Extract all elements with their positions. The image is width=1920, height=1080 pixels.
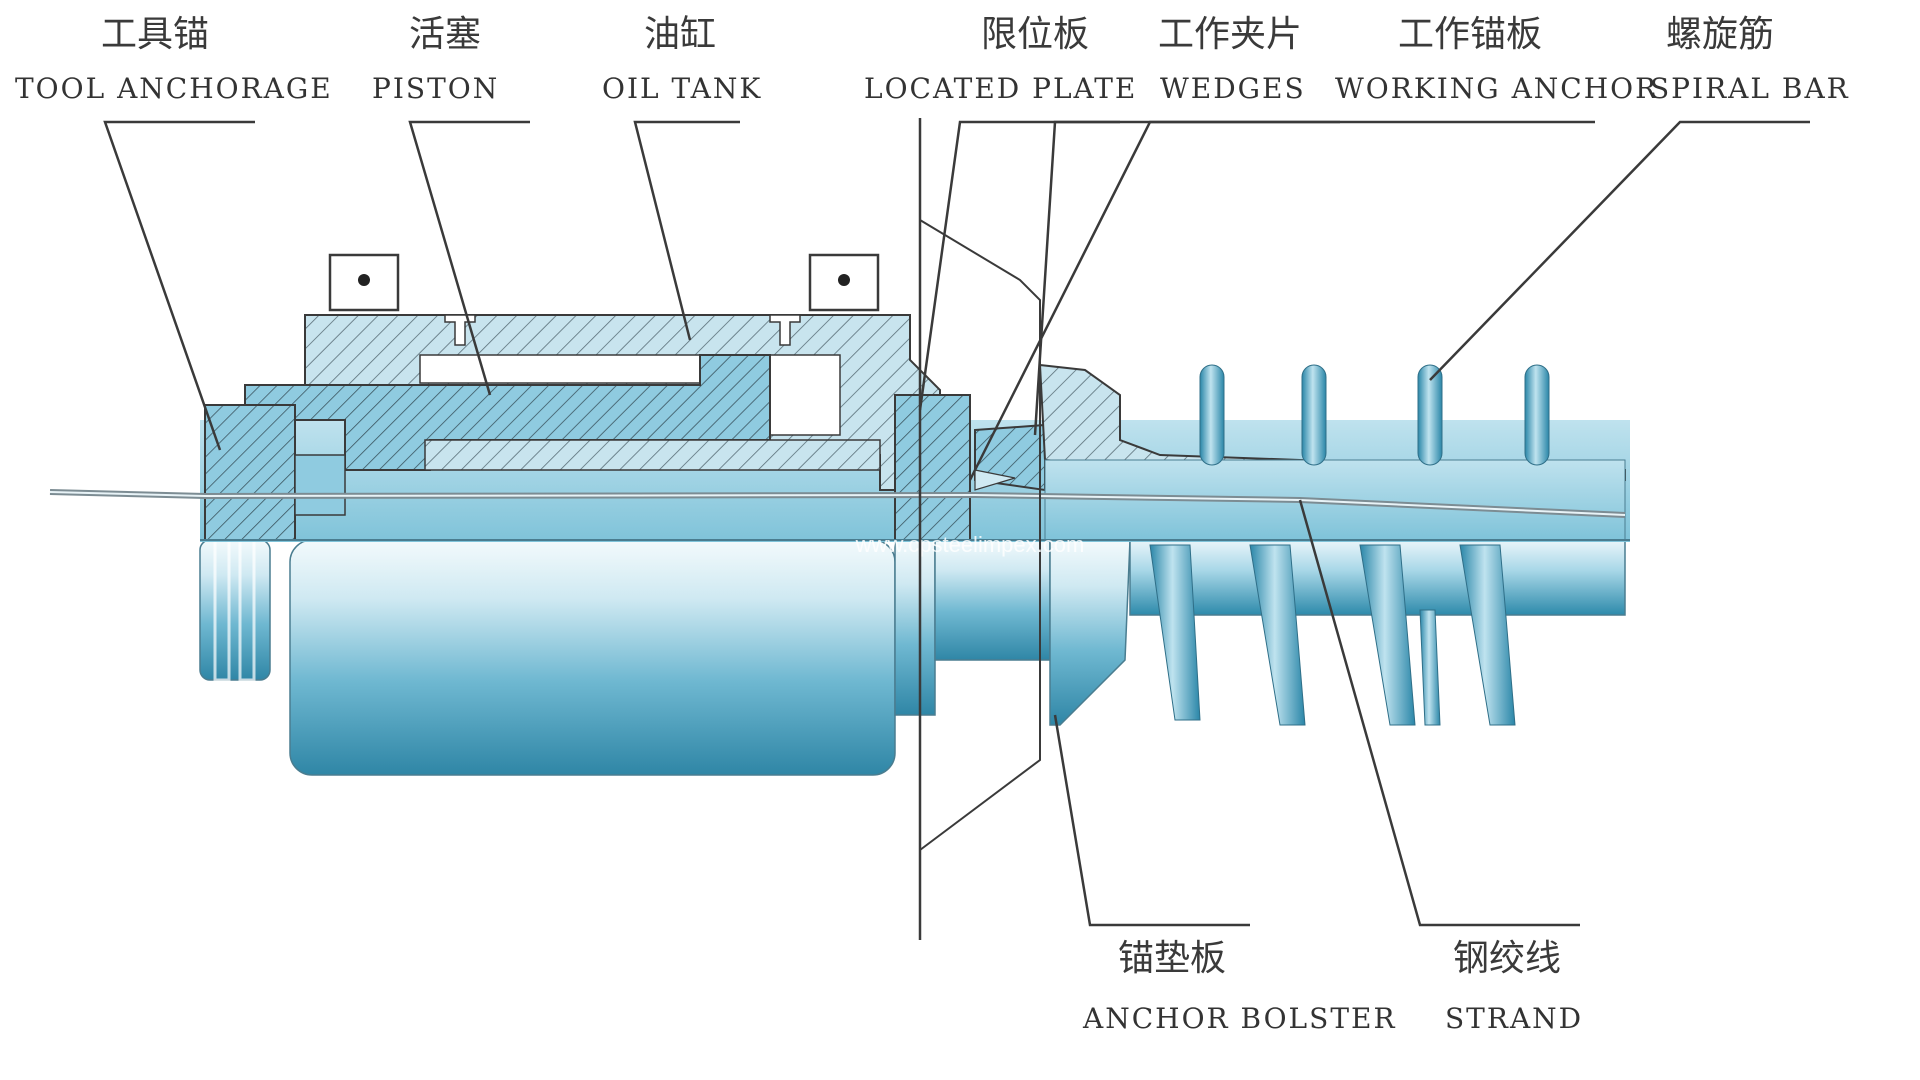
label-zh: 螺旋筋	[1666, 14, 1774, 55]
bolster-plate-outline	[919, 219, 1041, 851]
label-en: LOCATED PLATE	[864, 72, 1137, 105]
label-en: WORKING ANCHOR	[1335, 72, 1658, 105]
label-en: PISTON	[372, 72, 499, 105]
label-en: SPIRAL BAR	[1650, 72, 1850, 105]
label-zh: 锚垫板	[1118, 938, 1226, 979]
label-en: ANCHOR BOLSTER	[1082, 1002, 1397, 1035]
label-piston: 活塞 PISTON	[372, 14, 499, 105]
label-wedges: 工作夹片 WEDGES	[1158, 14, 1306, 105]
label-tool-anchorage: 工具锚 TOOL ANCHORAGE	[15, 14, 333, 105]
label-zh: 工作锚板	[1398, 14, 1542, 55]
label-zh: 限位板	[981, 14, 1089, 55]
strand-wire	[49, 489, 1626, 518]
leader-lines	[103, 118, 1810, 940]
watermark: www.cpsteelimpex.com	[855, 532, 1085, 557]
jack-section	[200, 253, 1630, 542]
label-anchor-bolster: 锚垫板 ANCHOR BOLSTER	[1082, 938, 1397, 1035]
label-zh: 油缸	[644, 14, 716, 55]
label-en: STRAND	[1445, 1002, 1583, 1035]
label-zh: 活塞	[409, 14, 481, 55]
label-working-anchor: 工作锚板 WORKING ANCHOR	[1335, 14, 1658, 105]
label-oil-tank: 油缸 OIL TANK	[602, 14, 762, 105]
label-strand: 钢绞线 STRAND	[1445, 938, 1583, 1035]
jack-exterior	[199, 538, 1626, 776]
label-zh: 工具锚	[101, 14, 209, 55]
label-en: OIL TANK	[602, 72, 762, 105]
label-spiral-bar: 螺旋筋 SPIRAL BAR	[1650, 14, 1850, 105]
label-zh: 工作夹片	[1158, 14, 1302, 55]
spiral-bar	[1149, 364, 1550, 726]
label-en: TOOL ANCHORAGE	[15, 72, 333, 105]
label-en: WEDGES	[1160, 72, 1306, 105]
label-zh: 钢绞线	[1453, 938, 1561, 979]
label-located-plate: 限位板 LOCATED PLATE	[864, 14, 1137, 105]
